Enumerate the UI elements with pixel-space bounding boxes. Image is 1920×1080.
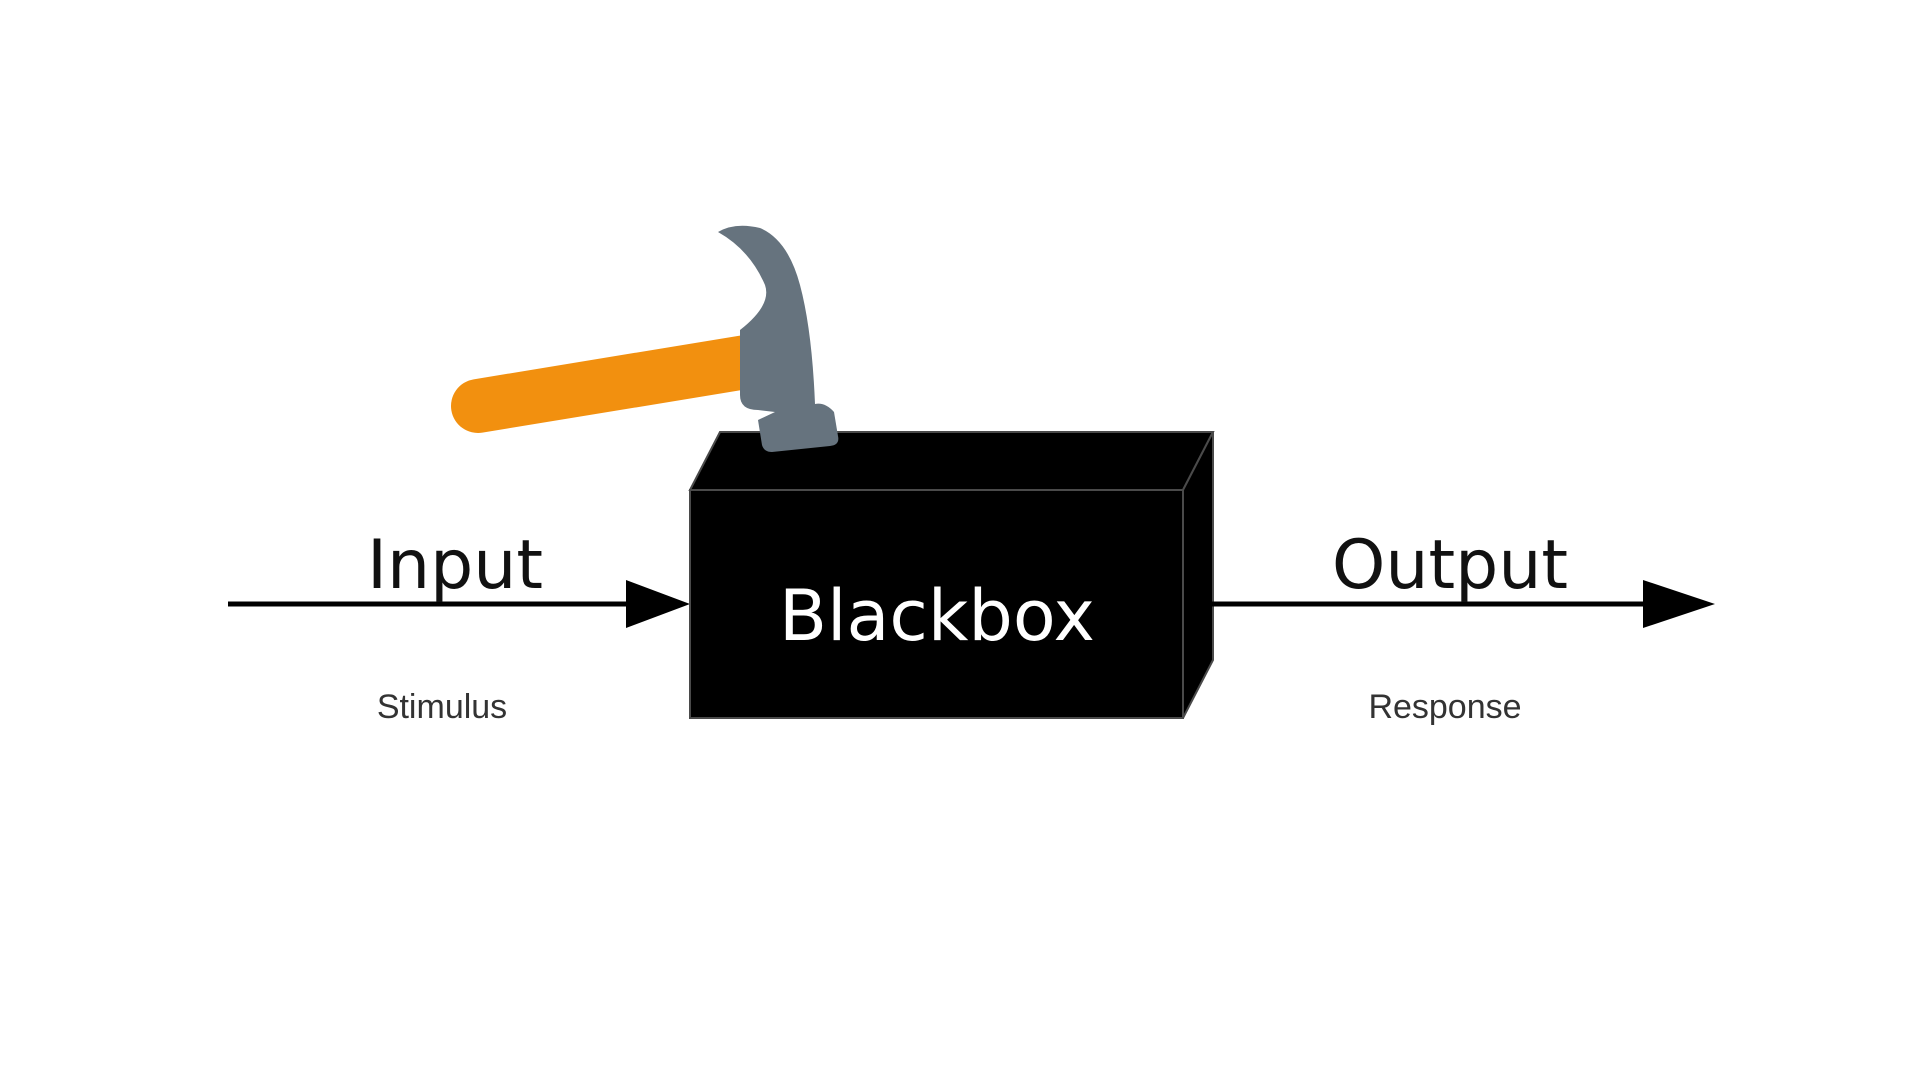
blackbox-label: Blackbox <box>779 575 1095 657</box>
blackbox-front-face <box>689 489 1184 719</box>
input-arrow <box>228 580 690 628</box>
output-sublabel: Response <box>1368 688 1521 726</box>
hammer-icon <box>451 225 839 452</box>
output-label: Output <box>1332 526 1568 605</box>
output-arrow-head <box>1643 580 1715 628</box>
input-arrow-head <box>626 580 690 628</box>
output-arrow <box>1195 580 1715 628</box>
input-sublabel: Stimulus <box>377 688 507 726</box>
hammer-head <box>718 225 839 452</box>
hammer-handle <box>451 333 785 433</box>
input-label: Input <box>367 526 543 605</box>
blackbox: Blackbox <box>688 431 1215 719</box>
